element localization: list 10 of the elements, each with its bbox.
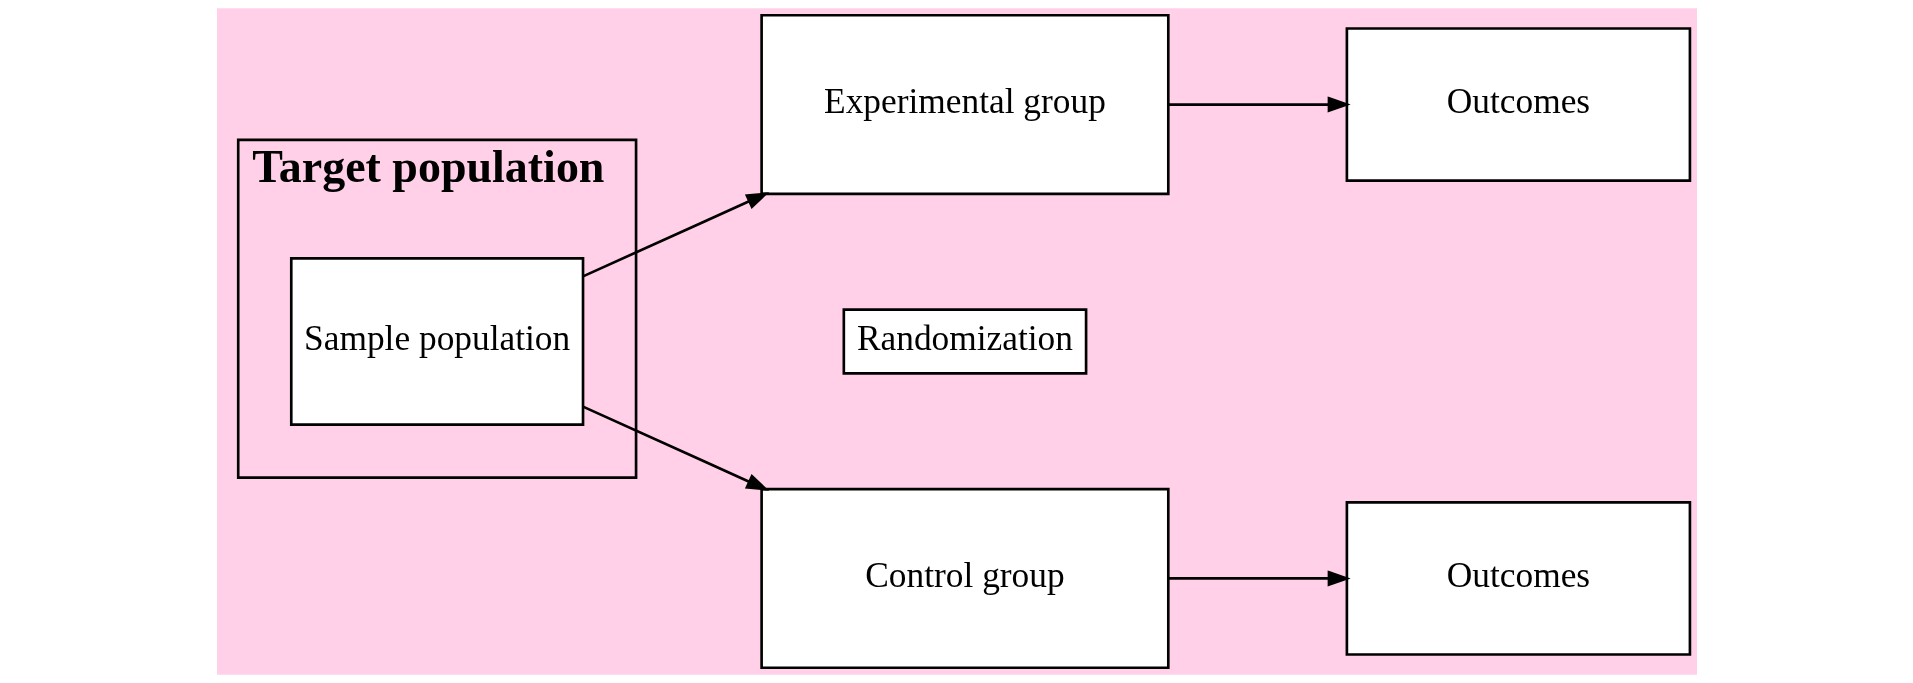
arrow: [1167, 570, 1351, 587]
arrow: [1167, 96, 1351, 113]
node-box: Experimental group: [759, 13, 1170, 196]
node-box: Outcomes: [1345, 27, 1691, 182]
arrow: [582, 405, 769, 491]
node-box: Outcomes: [1345, 501, 1691, 656]
node-box: Sample population: [289, 257, 584, 426]
arrow: [582, 192, 769, 278]
node-box: Control group: [759, 487, 1170, 670]
node-box: Randomization: [842, 308, 1087, 375]
